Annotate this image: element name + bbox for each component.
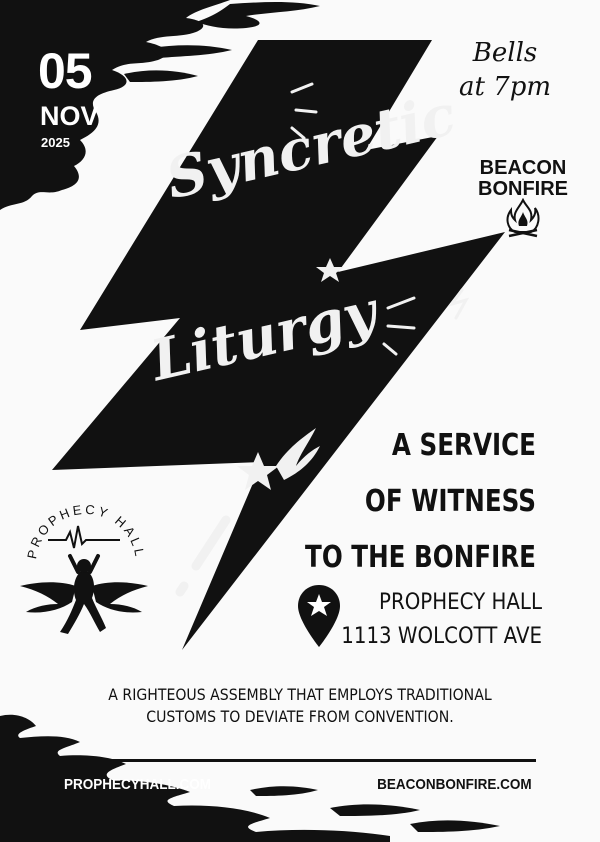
bottom-flame-splash: [0, 714, 390, 842]
venue-address: 1113 WOLCOTT AVE: [341, 624, 542, 649]
shooting-star-icon: [237, 428, 320, 490]
organizer-line2: BONFIRE: [478, 178, 568, 200]
date-year: 2025: [41, 135, 70, 150]
bolt-accent-strokes: [175, 82, 416, 597]
headline-line2: OF WITNESS: [364, 484, 536, 519]
top-flame-streak: [124, 70, 198, 82]
organizer-logo-text: BEACON BONFIRE: [468, 158, 578, 200]
top-flame-streak: [150, 45, 232, 58]
angel-icon: [20, 554, 148, 634]
heartbeat-icon: [48, 525, 120, 549]
headline-line3: TO THE BONFIRE: [305, 540, 536, 575]
prophecy-hall-logo: PROPHECY HALL: [20, 502, 148, 634]
bottom-flame-streak: [250, 786, 318, 796]
event-headline: A SERVICE OF WITNESS TO THE BONFIRE: [290, 418, 536, 586]
top-flame-streak: [196, 2, 320, 29]
lightning-bolt-graphic: [52, 40, 505, 650]
prophecy-hall-website-link[interactable]: PROPHECYHALL.COM: [64, 776, 212, 793]
venue-logo-text: PROPHECY HALL: [24, 502, 148, 560]
date-day: 05: [38, 43, 93, 99]
bonfire-icon: [506, 198, 540, 238]
star-icon: [316, 258, 344, 282]
small-bolt-accent: [448, 288, 470, 320]
organizer-line1: BEACON: [479, 157, 567, 179]
bottom-flame-streak: [330, 804, 420, 816]
bottom-flame-streak: [410, 820, 500, 832]
bells-time: Bells at 7pm: [440, 36, 570, 104]
venue-name: PROPHECY HALL: [379, 590, 542, 615]
bells-line1: Bells: [472, 38, 538, 68]
date-month: NOV: [40, 101, 99, 131]
footer-divider: [62, 759, 536, 762]
headline-line1: A SERVICE: [391, 428, 536, 463]
venue-block: PROPHECY HALL 1113 WOLCOTT AVE: [272, 586, 542, 654]
location-pin-icon: [298, 585, 340, 647]
event-description: A righteous assembly that employs tradit…: [108, 685, 492, 726]
bells-line2: at 7pm: [458, 72, 552, 102]
beacon-bonfire-website-link[interactable]: BEACONBONFIRE.COM: [377, 776, 532, 793]
top-left-flame-splash: [0, 0, 230, 210]
